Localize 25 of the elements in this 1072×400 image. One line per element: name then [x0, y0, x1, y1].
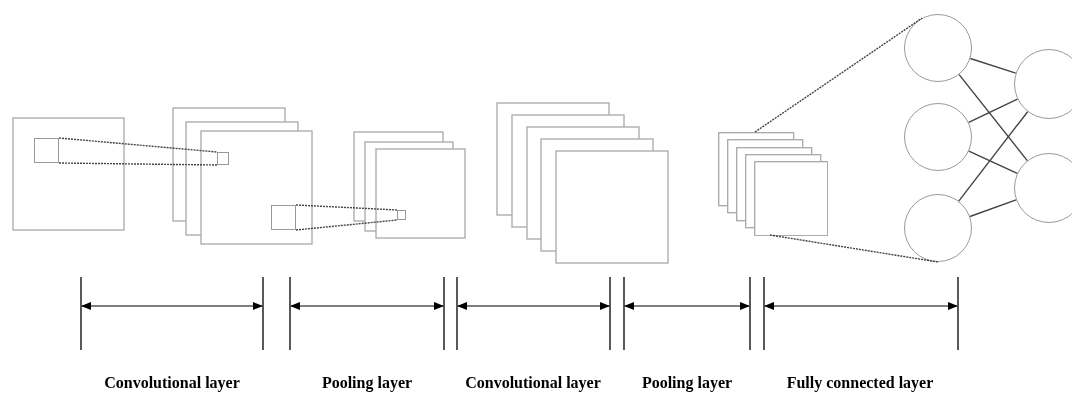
projection-line [769, 234, 939, 263]
layer-label: Pooling layer [321, 374, 413, 392]
receptive-field-box [271, 205, 296, 230]
projection-line [754, 17, 923, 133]
connection-line [958, 111, 1029, 202]
neuron-circle [904, 194, 972, 262]
connection-line [967, 98, 1019, 124]
neuron-circle [1014, 153, 1072, 223]
connection-line [969, 57, 1017, 74]
layer-label: Convolutional layer [465, 374, 601, 392]
connection-line [969, 199, 1017, 218]
receptive-field-box [397, 210, 406, 220]
projection-line [58, 162, 218, 166]
feature-map-stack [718, 132, 828, 236]
neuron-circle [1014, 49, 1072, 119]
layer-label: Pooling layer [641, 374, 733, 392]
layer-label: Fully connected layer [786, 374, 934, 392]
receptive-field-box [34, 138, 59, 163]
connection-line [968, 150, 1018, 175]
layer-label: Convolutional layer [104, 374, 240, 392]
receptive-field-box [217, 152, 229, 165]
projection-line [58, 137, 218, 153]
projection-line [295, 204, 398, 211]
projection-line [295, 219, 398, 231]
connection-line [958, 73, 1028, 162]
